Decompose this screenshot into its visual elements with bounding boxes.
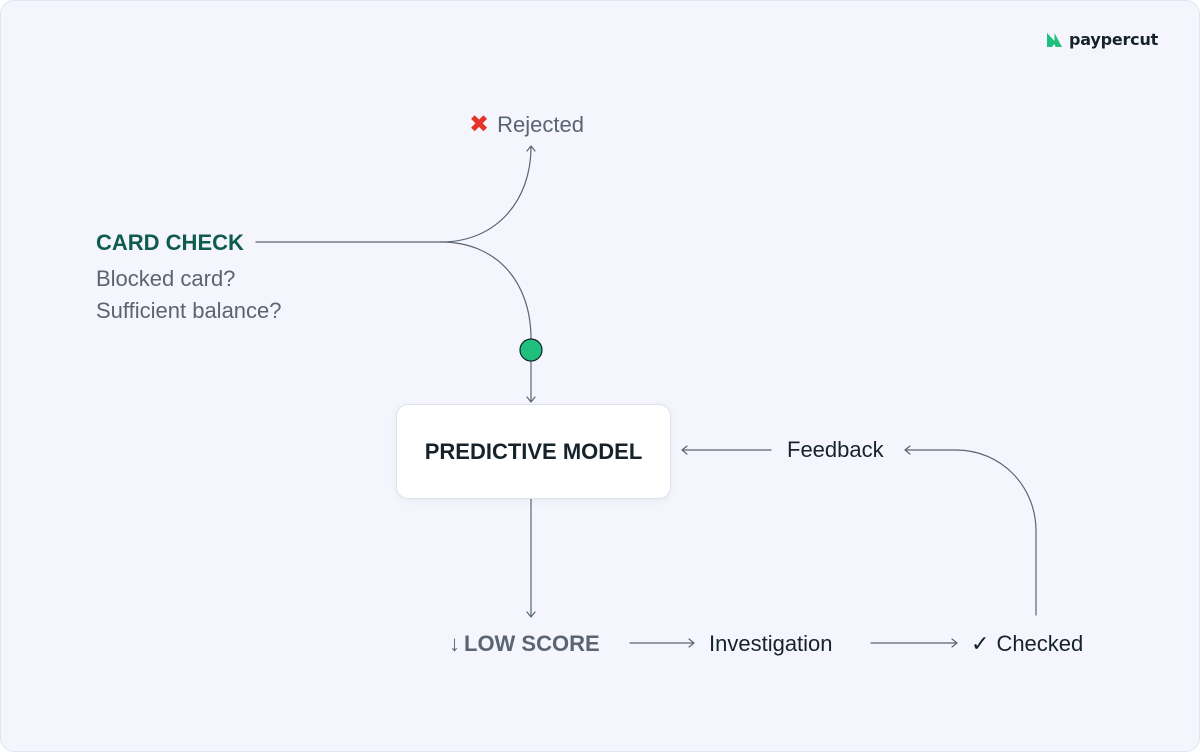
brand-name: paypercut xyxy=(1069,30,1159,49)
checked-to-feedback-curve xyxy=(905,449,1037,616)
rejected-label: Rejected xyxy=(497,112,584,137)
checked-label: Checked xyxy=(996,631,1084,656)
rejected-node: ✖ Rejected xyxy=(469,112,584,138)
checked-node: ✓ Checked xyxy=(971,631,1083,657)
low-score-arrowhead xyxy=(526,611,536,618)
predictive-model-node: PREDICTIVE MODEL xyxy=(396,404,671,499)
card-check-question: Blocked card? xyxy=(96,266,236,291)
low-score-node: ↓ LOW SCORE xyxy=(449,631,600,657)
branch-to-model xyxy=(440,241,532,340)
predictive-model-label: PREDICTIVE MODEL xyxy=(424,438,643,464)
check-mark-icon: ✓ xyxy=(971,631,990,656)
investigation-arrowhead xyxy=(688,638,695,648)
card-check-node: CARD CHECK Blocked card? Sufficient bala… xyxy=(96,230,282,327)
brand-logo: paypercut xyxy=(1046,30,1158,49)
junction-dot xyxy=(519,338,543,362)
rejected-arrowhead xyxy=(526,145,536,152)
card-check-question: Sufficient balance? xyxy=(96,298,282,323)
feedback-node: Feedback xyxy=(787,437,884,462)
low-score-label: LOW SCORE xyxy=(464,631,600,656)
investigation-node: Investigation xyxy=(709,631,833,656)
checked-arrowhead xyxy=(951,638,958,648)
cross-mark-icon: ✖ xyxy=(469,111,490,138)
paypercut-logo-icon xyxy=(1047,32,1062,47)
feedback-arrowhead xyxy=(904,445,911,455)
card-check-title: CARD CHECK xyxy=(96,230,244,255)
model-feedback-arrowhead xyxy=(681,445,688,455)
model-arrowhead xyxy=(526,396,536,403)
arrow-down-icon: ↓ xyxy=(449,631,460,656)
branch-to-rejected xyxy=(440,146,532,243)
